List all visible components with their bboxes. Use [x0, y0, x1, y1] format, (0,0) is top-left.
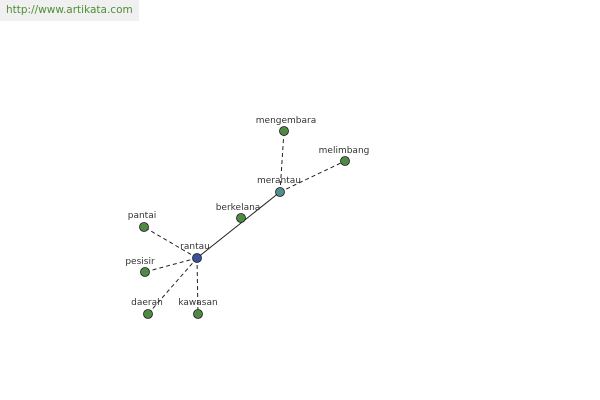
node-label-daerah[interactable]: daerah	[131, 298, 163, 308]
edge-merantau-mengembara	[279, 130, 285, 193]
node-merantau[interactable]	[275, 187, 285, 197]
node-daerah[interactable]	[143, 309, 153, 319]
node-pantai[interactable]	[139, 222, 149, 232]
node-label-melimbang[interactable]: melimbang	[319, 146, 370, 156]
node-label-pantai[interactable]: pantai	[128, 211, 156, 221]
edge-rantau-pesisir	[144, 257, 198, 273]
node-mengembara[interactable]	[279, 126, 289, 136]
nodes-layer	[139, 126, 350, 319]
node-label-pesisir[interactable]: pesisir	[125, 257, 155, 267]
node-rantau[interactable]	[192, 253, 202, 263]
node-label-mengembara[interactable]: mengembara	[256, 116, 316, 126]
edge-merantau-melimbang	[279, 160, 346, 193]
node-label-rantau[interactable]: rantau	[180, 242, 210, 252]
node-label-berkelana[interactable]: berkelana	[216, 203, 261, 213]
node-melimbang[interactable]	[340, 156, 350, 166]
edge-rantau-pantai	[143, 226, 198, 259]
node-pesisir[interactable]	[140, 267, 150, 277]
edge-rantau-daerah	[147, 257, 198, 315]
node-label-merantau[interactable]: merantau	[257, 176, 301, 186]
edges-layer	[143, 130, 346, 315]
edge-rantau-merantau	[196, 191, 281, 259]
node-berkelana[interactable]	[236, 213, 246, 223]
labels-layer: rantau berkelana merantau mengembara melimba…	[125, 116, 369, 308]
node-label-kawasan[interactable]: kawasan	[178, 298, 217, 308]
url-banner[interactable]: http://www.artikata.com	[0, 0, 139, 21]
node-kawasan[interactable]	[193, 309, 203, 319]
edge-rantau-kawasan	[196, 257, 199, 315]
